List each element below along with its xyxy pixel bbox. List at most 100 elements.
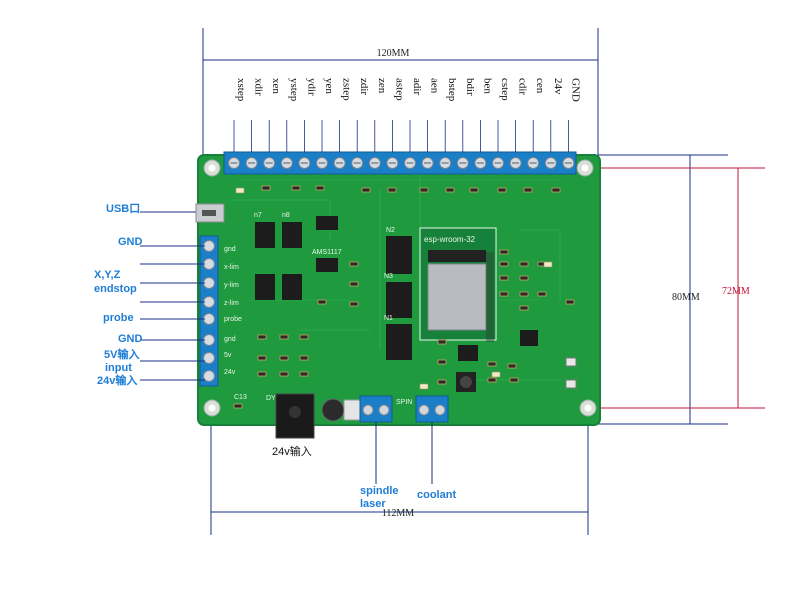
- smd-component: [551, 187, 561, 193]
- dimension-top: 120MM: [202, 28, 599, 168]
- ic-label-n2: N2: [386, 227, 395, 234]
- pin-label-astep: astep: [393, 78, 405, 101]
- smd-component: [519, 275, 529, 281]
- silk-gnd1: gnd: [224, 246, 236, 253]
- smd-component: [299, 334, 309, 340]
- smd-component: [499, 261, 509, 267]
- pin-label-ystep: ystep: [288, 78, 300, 102]
- pin-label-zstep: zstep: [341, 78, 353, 101]
- label-gnd-top: GND: [118, 236, 143, 248]
- silk-24v: 24v: [224, 369, 236, 376]
- pin-label-ydir: ydir: [305, 78, 317, 96]
- electrolytic-cap: [321, 398, 361, 422]
- label-5v-input: 5V输入: [104, 347, 139, 361]
- dimension-right-outer: 80MM: [598, 154, 728, 425]
- smd-component: [419, 187, 429, 193]
- silk-xlim: x-lim: [224, 264, 239, 271]
- smd-component: [519, 261, 529, 267]
- label-5v-input-en: input: [105, 362, 132, 374]
- top-terminal-block: [223, 151, 577, 175]
- label-laser: laser: [360, 498, 386, 510]
- label-endstop-axes: X,Y,Z: [94, 269, 121, 281]
- smd-component: [487, 361, 497, 367]
- dimension-right-inner: 72MM: [598, 167, 765, 409]
- dimension-bottom: 112MM: [210, 412, 589, 535]
- smd-component: [361, 187, 371, 193]
- pin-label-xen: xen: [270, 78, 282, 94]
- smd-component: [261, 185, 271, 191]
- pin-label-zen: zen: [376, 78, 388, 94]
- smd-component: [507, 363, 517, 369]
- smd-component: [499, 275, 509, 281]
- mosfets: n7 n8: [254, 212, 302, 300]
- smd-component: [509, 377, 519, 383]
- smd-component: [291, 185, 301, 191]
- smd-component: [257, 371, 267, 377]
- smd-component: [349, 281, 359, 287]
- silk-gnd2: gnd: [224, 336, 236, 343]
- silk-probe: probe: [224, 316, 242, 323]
- driver-ics: N2 N3 N1: [384, 227, 412, 360]
- dc-jack: DY: [266, 393, 315, 439]
- bottom-annotations: 24v输入 spindle laser coolant: [272, 444, 456, 510]
- regulator: AMS1117: [312, 216, 342, 272]
- spin-label: SPIN: [396, 399, 412, 406]
- left-leader-lines: [140, 211, 205, 381]
- smd-component: [437, 339, 447, 345]
- pin-label-cen: cen: [534, 78, 546, 94]
- label-probe: probe: [103, 312, 134, 324]
- pin-label-cstep: cstep: [499, 78, 511, 101]
- smd-component: [499, 249, 509, 255]
- led: [419, 383, 429, 390]
- smd-component: [387, 187, 397, 193]
- cap-c13-label: C13: [234, 394, 247, 401]
- smd-component: [437, 379, 447, 385]
- pin-label-adir: adir: [411, 78, 423, 95]
- smd-component: [519, 291, 529, 297]
- buttons: [456, 357, 577, 392]
- usb-connector: [195, 203, 225, 223]
- pin-label-ben: ben: [481, 78, 493, 94]
- smd-component: [349, 301, 359, 307]
- mosfet-label-n6: n8: [282, 212, 290, 219]
- smd-component: [445, 187, 455, 193]
- module-label: esp-wroom-32: [424, 235, 476, 244]
- pin-label-bstep: bstep: [446, 78, 458, 102]
- left-terminal-screw-0: [203, 240, 215, 252]
- led: [235, 187, 245, 194]
- pin-label-cdir: cdir: [517, 78, 529, 95]
- label-usb: USB口: [106, 202, 140, 215]
- smd-component: [279, 334, 289, 340]
- pin-label-gnd: GND: [569, 78, 581, 102]
- dc-label: DY: [266, 395, 276, 402]
- label-24v-input-left: 24v输入: [97, 373, 137, 387]
- smd-component: [487, 377, 497, 383]
- pin-label-aen: aen: [429, 78, 441, 94]
- smd-component: [315, 185, 325, 191]
- dim-top-label: 120MM: [377, 48, 410, 59]
- spindle-terminal: SPIN: [359, 395, 412, 423]
- smd-component: [537, 291, 547, 297]
- smd-component: [317, 299, 327, 305]
- smd-component: [523, 187, 533, 193]
- label-endstop: endstop: [94, 283, 137, 295]
- label-coolant: coolant: [417, 489, 456, 501]
- smd-component: [499, 291, 509, 297]
- pin-label-bdir: bdir: [464, 78, 476, 96]
- smd-component: [349, 261, 359, 267]
- pin-label-xstep: xstep: [235, 78, 247, 102]
- smd-component: [299, 355, 309, 361]
- left-terminal-screw-7: [203, 370, 215, 382]
- esp32-module: esp-wroom-32: [419, 227, 497, 342]
- silk-zlim: z-lim: [224, 300, 239, 307]
- bottom-leader-lines: [375, 422, 433, 484]
- smd-component: [565, 299, 575, 305]
- smd-component: [437, 359, 447, 365]
- dim-right-inner-label: 72MM: [722, 286, 750, 297]
- led: [491, 371, 501, 378]
- smd-component: [279, 355, 289, 361]
- ic-label-n3: N3: [384, 273, 393, 280]
- smd-component: [469, 187, 479, 193]
